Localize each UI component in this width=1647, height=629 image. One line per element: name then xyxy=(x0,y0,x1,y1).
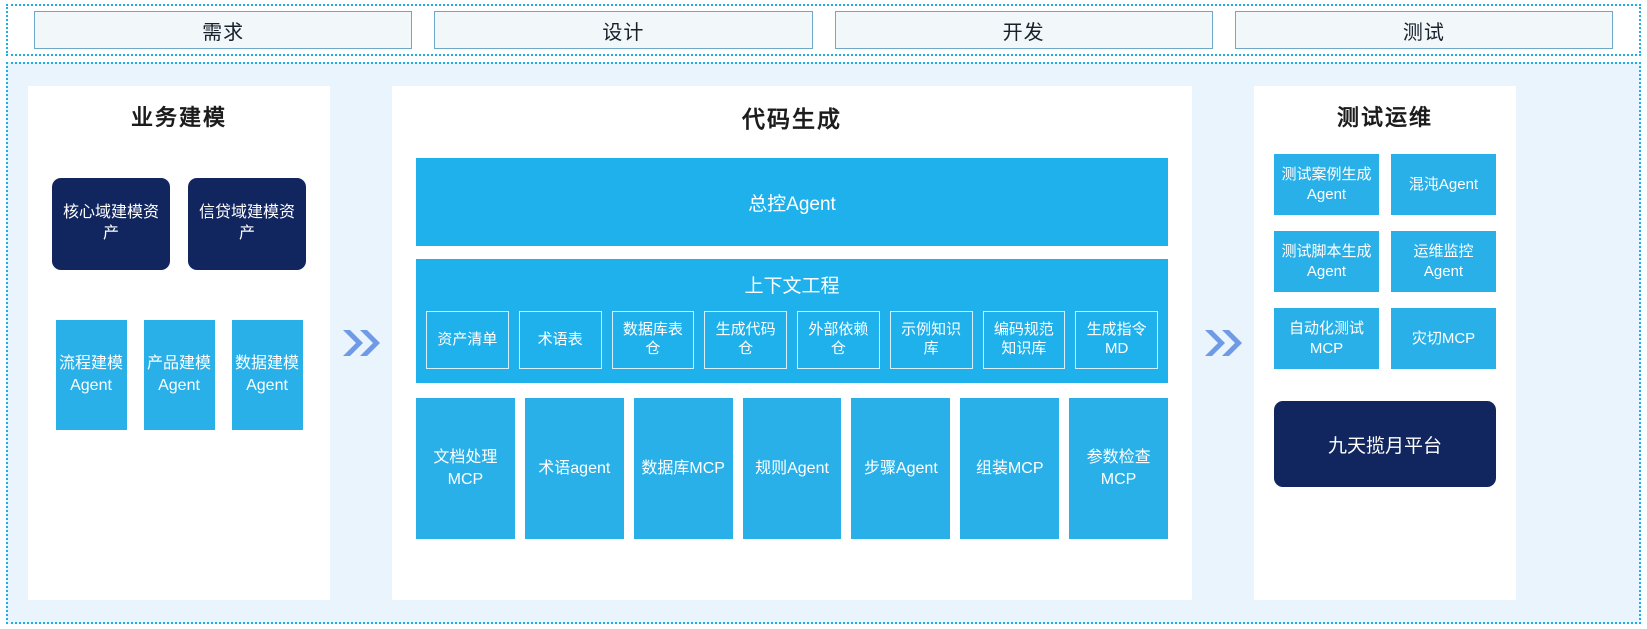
phase-strip: 需求 设计 开发 测试 xyxy=(6,4,1641,56)
tool-label: 数据库MCP xyxy=(641,459,725,477)
tool-database-mcp[interactable]: 数据库MCP xyxy=(633,398,733,539)
asset-card-credit-domain[interactable]: 信贷域建模资产 xyxy=(188,178,306,270)
ops-label: 运维监控Agent xyxy=(1413,243,1474,280)
panel-title-business-modeling: 业务建模 xyxy=(130,105,227,130)
context-item-coding-standard-knowledge-base[interactable]: 编码规范知识库 xyxy=(982,311,1066,369)
context-item-label: 示例知识库 xyxy=(901,321,962,357)
panel-title-test-operations: 测试运维 xyxy=(1336,105,1433,130)
tool-label: 规则Agent xyxy=(755,459,829,477)
context-item-label: 外部依赖仓 xyxy=(808,321,869,357)
asset-card-label: 核心域建模资产 xyxy=(62,204,159,242)
context-item-row: 资产清单 术语表 数据库表仓 生成代码仓 外部依赖仓 示例知 xyxy=(426,311,1158,369)
context-item-generation-instruction-md[interactable]: 生成指令MD xyxy=(1075,311,1158,369)
context-item-label: 生成指令MD xyxy=(1086,321,1147,357)
context-engineering-title: 上下文工程 xyxy=(744,276,840,297)
tool-step-agent[interactable]: 步骤Agent xyxy=(851,398,951,539)
platform-box[interactable]: 九天揽月平台 xyxy=(1274,401,1496,487)
context-item-generated-code-repo[interactable]: 生成代码仓 xyxy=(704,311,787,369)
tool-label: 参数检查MCP xyxy=(1086,448,1151,488)
ops-label: 测试脚本生成Agent xyxy=(1281,243,1372,280)
main-frame: 业务建模 核心域建模资产 信贷域建模资产 流程建模Agent 产品建模Agent… xyxy=(6,62,1641,624)
phase-item-design[interactable]: 设计 xyxy=(434,11,813,49)
tool-document-processing-mcp[interactable]: 文档处理MCP xyxy=(416,398,515,539)
platform-label: 九天揽月平台 xyxy=(1327,435,1442,457)
ops-label: 自动化测试MCP xyxy=(1288,320,1364,357)
phase-item-testing[interactable]: 测试 xyxy=(1234,11,1613,49)
context-item-label: 资产清单 xyxy=(437,330,498,348)
panel-code-generation: 代码生成 总控Agent 上下文工程 资产清单 术语表 数据库表仓 xyxy=(392,86,1192,600)
agent-label: 产品建模Agent xyxy=(146,355,211,394)
agent-label: 流程建模Agent xyxy=(58,355,123,394)
phase-label: 开发 xyxy=(1002,21,1045,44)
tool-label: 步骤Agent xyxy=(863,459,938,477)
phase-item-development[interactable]: 开发 xyxy=(834,11,1213,49)
context-item-label: 数据库表仓 xyxy=(622,321,683,357)
phase-label: 设计 xyxy=(602,21,645,44)
context-item-external-dependency-repo[interactable]: 外部依赖仓 xyxy=(797,311,880,369)
context-item-label: 术语表 xyxy=(537,330,583,348)
context-item-db-table-repo[interactable]: 数据库表仓 xyxy=(611,311,695,369)
context-item-asset-list[interactable]: 资产清单 xyxy=(426,311,509,369)
tool-label: 术语agent xyxy=(538,459,611,477)
modeling-agent-row: 流程建模Agent 产品建模Agent 数据建模Agent xyxy=(55,320,303,430)
master-agent-bar[interactable]: 总控Agent xyxy=(416,158,1168,246)
phase-label: 需求 xyxy=(202,21,245,44)
ops-automated-test-mcp[interactable]: 自动化测试MCP xyxy=(1274,308,1379,369)
tool-row: 文档处理MCP 术语agent 数据库MCP 规则Agent 步骤Agent 组… xyxy=(416,398,1169,539)
ops-label: 测试案例生成Agent xyxy=(1281,166,1372,203)
agent-process-modeling[interactable]: 流程建模Agent xyxy=(55,320,127,430)
context-item-example-knowledge-base[interactable]: 示例知识库 xyxy=(889,311,973,369)
ops-test-case-generation-agent[interactable]: 测试案例生成Agent xyxy=(1274,154,1379,215)
double-chevron-right-icon xyxy=(330,86,392,600)
agent-data-modeling[interactable]: 数据建模Agent xyxy=(231,320,303,430)
panel-test-operations: 测试运维 测试案例生成Agent 混沌Agent 测试脚本生成Agent 运维监… xyxy=(1254,86,1516,600)
tool-assembly-mcp[interactable]: 组装MCP xyxy=(960,398,1060,539)
ops-test-script-generation-agent[interactable]: 测试脚本生成Agent xyxy=(1274,231,1379,292)
ops-label: 混沌Agent xyxy=(1408,175,1479,193)
context-item-label: 生成代码仓 xyxy=(715,321,776,357)
asset-card-core-domain[interactable]: 核心域建模资产 xyxy=(52,178,170,270)
agent-label: 数据建模Agent xyxy=(234,355,299,394)
double-chevron-right-icon-2 xyxy=(1192,86,1254,600)
phase-item-requirements[interactable]: 需求 xyxy=(34,11,413,49)
asset-card-label: 信贷域建模资产 xyxy=(198,204,295,242)
context-item-glossary[interactable]: 术语表 xyxy=(518,311,602,369)
panel-business-modeling: 业务建模 核心域建模资产 信贷域建模资产 流程建模Agent 产品建模Agent… xyxy=(28,86,330,600)
ops-label: 灾切MCP xyxy=(1411,329,1476,347)
ops-monitoring-agent[interactable]: 运维监控Agent xyxy=(1391,231,1496,292)
panel-title-code-generation: 代码生成 xyxy=(742,106,842,132)
ops-disaster-switch-mcp[interactable]: 灾切MCP xyxy=(1391,308,1496,369)
tool-label: 组装MCP xyxy=(975,459,1044,477)
tool-label: 文档处理MCP xyxy=(433,448,498,488)
ops-chaos-agent[interactable]: 混沌Agent xyxy=(1391,154,1496,215)
context-engineering-block: 上下文工程 资产清单 术语表 数据库表仓 生成代码仓 外部依赖仓 xyxy=(416,259,1168,383)
agent-product-modeling[interactable]: 产品建模Agent xyxy=(143,320,215,430)
tool-rule-agent[interactable]: 规则Agent xyxy=(742,398,842,539)
asset-card-row: 核心域建模资产 信贷域建模资产 xyxy=(52,178,306,270)
phase-label: 测试 xyxy=(1402,21,1445,44)
ops-grid: 测试案例生成Agent 混沌Agent 测试脚本生成Agent 运维监控Agen… xyxy=(1274,154,1496,369)
tool-parameter-check-mcp[interactable]: 参数检查MCP xyxy=(1069,398,1169,539)
context-item-label: 编码规范知识库 xyxy=(993,321,1054,357)
tool-glossary-agent[interactable]: 术语agent xyxy=(524,398,624,539)
master-agent-label: 总控Agent xyxy=(748,193,836,215)
